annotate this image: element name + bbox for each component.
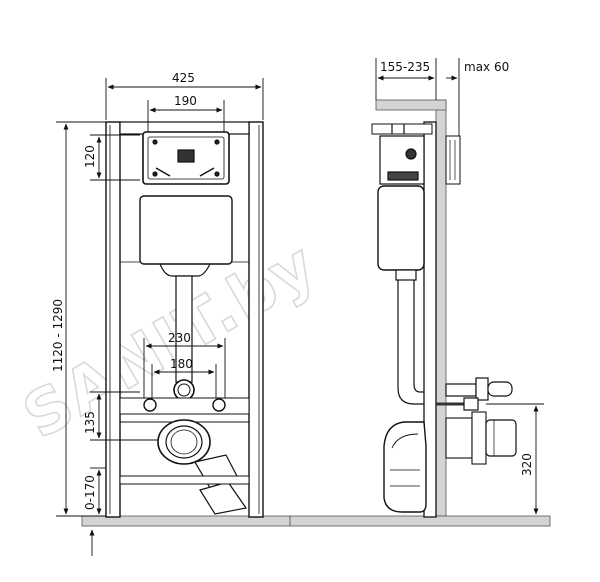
side-outlet-trap	[383, 421, 427, 513]
wall	[435, 99, 447, 517]
frame-left-post	[105, 121, 121, 518]
side-cistern	[377, 185, 425, 271]
dim-spacing-outer: 230	[168, 331, 191, 345]
dim-height-side-outlet: 320	[520, 453, 534, 476]
wall-bracket	[371, 123, 433, 135]
water-inlet	[173, 379, 195, 401]
stud-right	[212, 398, 226, 412]
dim-depth-max: max 60	[464, 60, 509, 74]
frame-bottom-bar	[119, 475, 250, 485]
side-water-connection	[445, 383, 477, 397]
stud-left	[143, 398, 157, 412]
side-outlet-connector	[445, 417, 473, 459]
frame-right-post	[248, 121, 264, 518]
side-view	[289, 99, 551, 527]
stud-bar	[119, 397, 250, 415]
dim-depth-frame: 155-235	[380, 60, 430, 74]
cistern	[139, 195, 233, 265]
side-dimensions	[375, 58, 544, 515]
dim-spacing-inner: 180	[170, 357, 193, 371]
side-flush-plate	[445, 135, 461, 185]
front-dimensions	[56, 78, 264, 556]
side-down-pipe	[397, 280, 424, 405]
floor-side	[289, 515, 551, 527]
dim-height-range: 1120 - 1290	[51, 299, 65, 372]
dim-height-feet: 0-170	[83, 475, 97, 510]
front-view	[81, 121, 291, 527]
side-frame-post	[423, 121, 437, 518]
dim-width-plate: 190	[174, 94, 197, 108]
dim-height-button: 120	[83, 145, 97, 168]
dim-height-outlet: 135	[83, 411, 97, 434]
dim-width-total: 425	[172, 71, 195, 85]
